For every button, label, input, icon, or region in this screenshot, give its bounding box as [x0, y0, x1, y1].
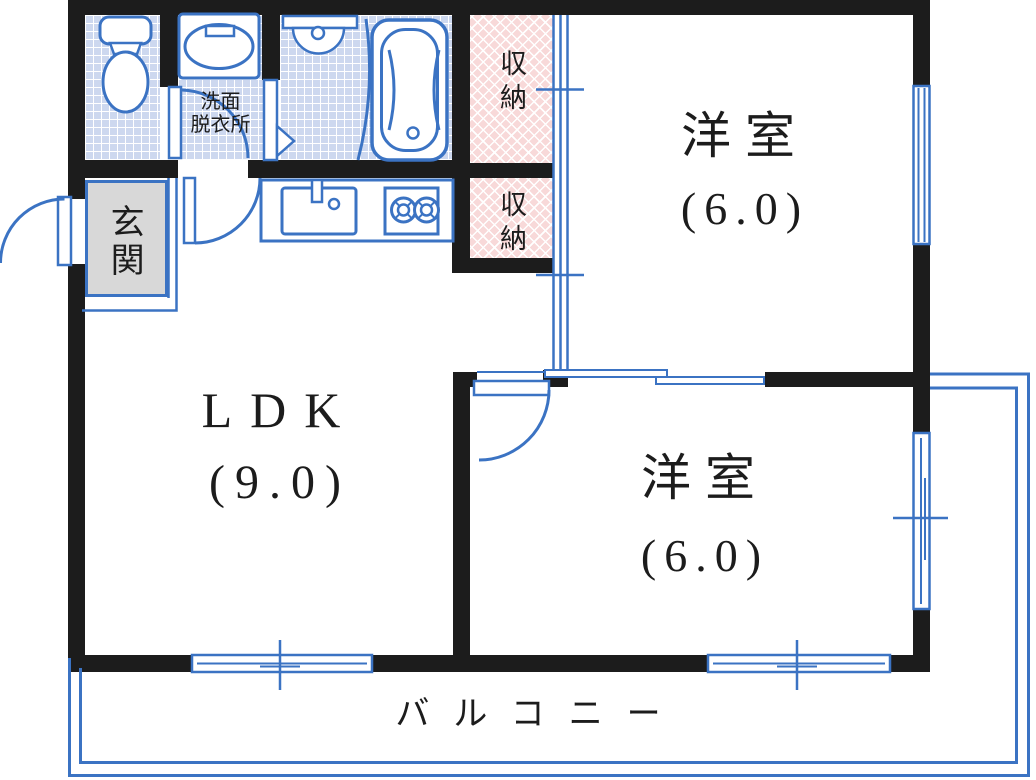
entrance-floor [85, 180, 168, 297]
balcony-railing [68, 372, 1030, 777]
washroom-label-line2: 脱衣所 [190, 114, 251, 136]
western-top-size: (6.0) [680, 183, 810, 234]
bathroom-door [262, 78, 296, 162]
storage-bottom-label: 収納 [496, 190, 527, 258]
entrance-step [82, 178, 178, 312]
entrance-door [0, 195, 73, 267]
toilet-icon [98, 15, 153, 114]
bathroom-door-arrow [275, 123, 296, 159]
balcony-label: バルコニー [395, 696, 685, 733]
ldk-label: LDK [201, 382, 359, 438]
walls [68, 0, 930, 672]
western-top-label: 洋室 [681, 108, 809, 164]
window-bedroom-south [706, 640, 892, 690]
kitchen-counter [259, 178, 455, 243]
stove-icon [383, 186, 440, 236]
washbasin-icon [177, 12, 261, 80]
sliding-door-horizontal [477, 369, 765, 385]
entrance-label: 玄関 [105, 203, 143, 280]
ldk-size: (9.0) [209, 456, 351, 509]
storage-bottom-floor [470, 178, 553, 258]
washroom-label: 洗面 脱衣所 [178, 91, 263, 137]
washroom-label-line1: 洗面 [200, 91, 241, 113]
hall-door [182, 176, 262, 245]
western-bottom-label: 洋室 [641, 450, 769, 506]
bathtub-icon [370, 18, 449, 162]
washroom-door [167, 85, 250, 160]
storage-top-label: 収納 [496, 49, 527, 117]
bathroom-sink-icon [281, 14, 359, 55]
sliding-door-vertical [536, 15, 584, 370]
window-western-top-east [912, 84, 931, 246]
bedroom-door [472, 379, 551, 462]
window-ldk-south [190, 640, 374, 690]
window-bedroom-east [893, 431, 948, 611]
bath-partition-arc [356, 18, 372, 161]
kitchen-sink-icon [280, 178, 358, 236]
western-bottom-size: (6.0) [640, 530, 770, 581]
